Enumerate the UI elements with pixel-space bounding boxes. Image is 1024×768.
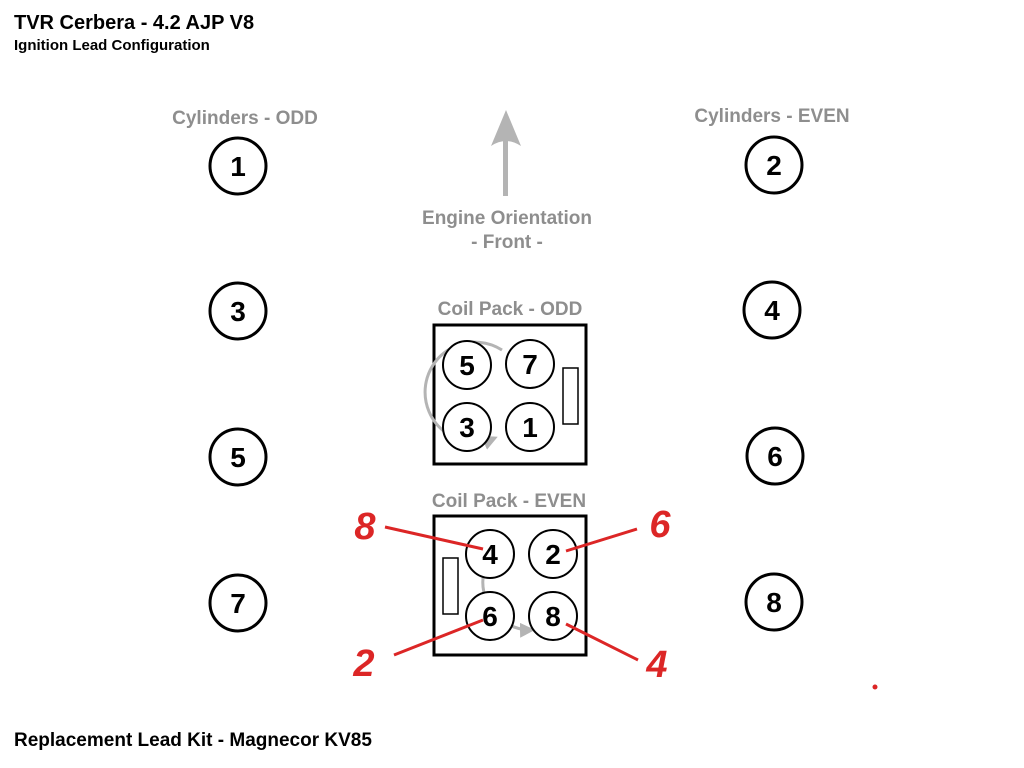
coil-terminal: 8 <box>545 601 561 632</box>
lead-label: 6 <box>649 504 671 546</box>
cylinder-number: 3 <box>230 296 246 327</box>
cylinder-4: 4 <box>742 280 802 340</box>
engine-orientation-label: Engine Orientation <box>422 208 592 229</box>
page-title: TVR Cerbera - 4.2 AJP V8 <box>14 12 255 34</box>
lead-label: 8 <box>354 506 376 548</box>
coil-terminal: 4 <box>482 539 498 570</box>
cylinder-3: 3 <box>208 281 268 341</box>
coil-terminal: 2 <box>545 539 561 570</box>
coil-terminal: 7 <box>522 349 538 380</box>
odd-cylinders-label: Cylinders - ODD <box>172 108 318 129</box>
footer-text: Replacement Lead Kit - Magnecor KV85 <box>14 730 372 751</box>
cylinder-8: 8 <box>744 572 804 632</box>
cylinder-7: 7 <box>208 573 268 633</box>
red-dot <box>872 684 878 690</box>
cylinder-2: 2 <box>744 135 804 195</box>
coil-terminal: 5 <box>459 350 475 381</box>
coil-pack-even: 4 2 6 8 <box>432 514 588 657</box>
cylinder-5: 5 <box>208 427 268 487</box>
coil-pack-even-label: Coil Pack - EVEN <box>432 491 586 512</box>
cylinder-number: 7 <box>230 588 246 619</box>
coil-terminal: 6 <box>482 601 498 632</box>
cylinder-number: 5 <box>230 442 246 473</box>
cylinder-number: 8 <box>766 587 782 618</box>
engine-orientation-arrow-icon <box>491 110 521 196</box>
coil-pack-odd-label: Coil Pack - ODD <box>438 299 583 320</box>
lead-label: 4 <box>645 644 667 686</box>
lead-label: 2 <box>352 643 374 685</box>
cylinder-number: 1 <box>230 151 246 182</box>
coil-terminal: 1 <box>522 412 538 443</box>
cylinder-1: 1 <box>208 136 268 196</box>
cylinder-6: 6 <box>745 426 805 486</box>
lead-connectors <box>384 525 639 662</box>
cylinder-number: 6 <box>767 441 783 472</box>
page-subtitle: Ignition Lead Configuration <box>14 37 210 54</box>
coil-terminal: 3 <box>459 412 475 443</box>
cylinder-number: 2 <box>766 150 782 181</box>
coil-pack-odd: 5 7 3 1 <box>423 323 588 466</box>
engine-orientation-front: - Front - <box>471 232 543 253</box>
cylinder-number: 4 <box>764 295 780 326</box>
even-cylinders-label: Cylinders - EVEN <box>694 106 849 127</box>
